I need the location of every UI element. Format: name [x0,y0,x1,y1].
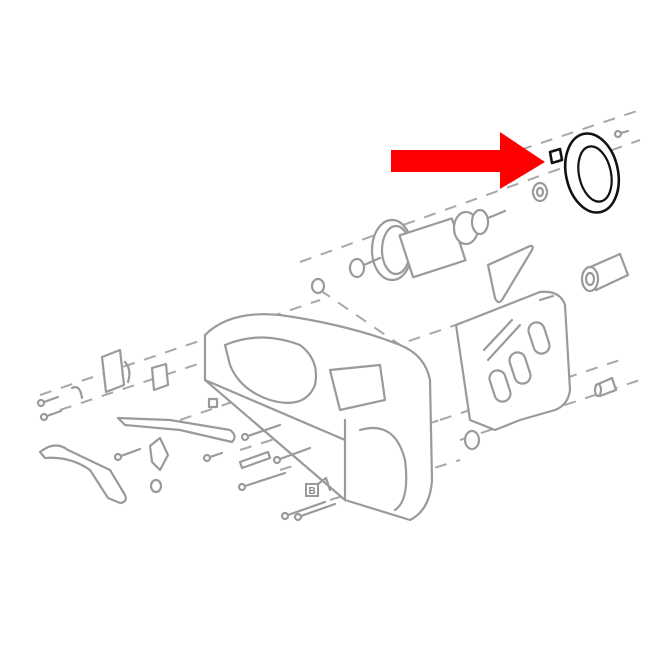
bar-spacer-part [238,450,272,470]
svg-text:B: B [309,486,316,497]
red-arrow-pointer-icon [391,132,545,189]
clip-part [70,386,84,400]
side-cover-part [454,290,572,451]
square-spacer-part [207,397,219,409]
lever-part [116,416,236,444]
armature-part [348,208,507,282]
main-housing-part [203,313,434,522]
washer-part [310,277,326,295]
bearing-part [531,181,549,203]
nut-part [149,478,163,494]
callout-b-label: B [305,476,332,497]
cylinder-part [580,252,630,293]
bracket-part [148,436,170,472]
switch-part [100,348,170,394]
pin-part [593,376,618,398]
retaining-ring-highlighted-part[interactable] [548,128,626,217]
screws-left [36,395,337,522]
trigger-part [38,444,127,505]
triangle-plate-part [486,244,534,304]
screw-part [613,129,630,139]
